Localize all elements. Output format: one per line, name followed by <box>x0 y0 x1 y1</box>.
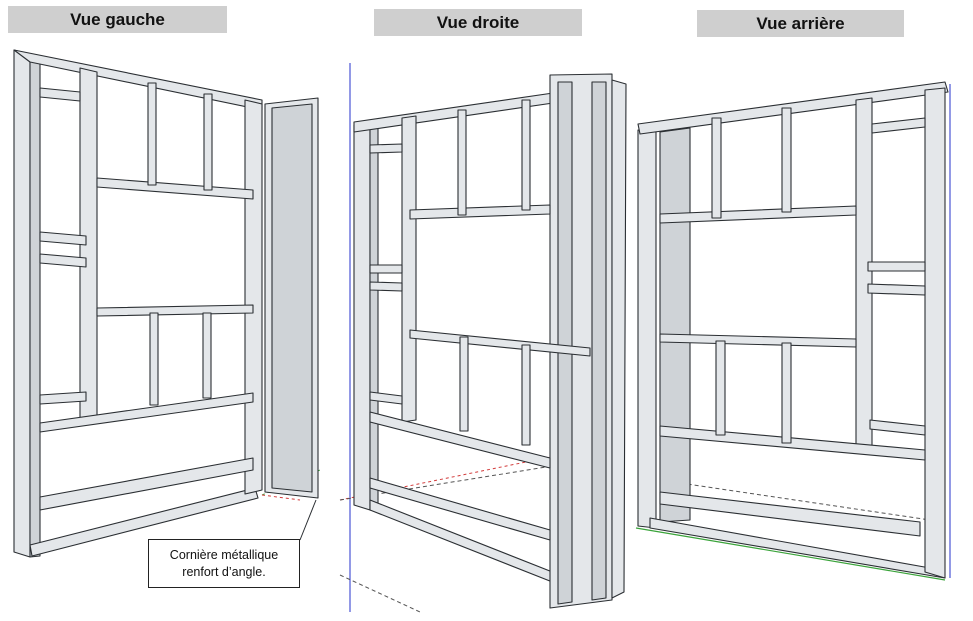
left-right-stud <box>244 99 263 495</box>
middle-front-stud-face-a <box>557 81 573 605</box>
callout-leader-line <box>299 499 317 541</box>
callout-line-2: renfort d’angle. <box>182 564 266 579</box>
middle-nog-4 <box>369 391 403 405</box>
left-nog-2 <box>39 231 87 246</box>
left-bottom-rail <box>29 487 259 557</box>
left-nog-3 <box>39 253 87 268</box>
middle-left-stud-side <box>369 120 379 513</box>
right-inner-stud <box>855 97 873 453</box>
left-nog-4 <box>39 391 87 405</box>
middle-rail-lower <box>369 411 551 469</box>
middle-view-wall <box>339 63 627 613</box>
middle-nog-1 <box>369 143 403 154</box>
middle-stud-2 <box>401 115 417 423</box>
middle-short-stud-c <box>459 336 469 432</box>
middle-front-stud-face-b <box>591 81 607 601</box>
right-short-stud-a <box>711 117 722 219</box>
left-rail-base <box>39 457 254 511</box>
right-nog-3 <box>867 283 926 296</box>
right-view-wall <box>635 81 951 581</box>
right-short-stud-b <box>781 107 792 213</box>
right-right-stud <box>924 87 946 579</box>
middle-rail-base <box>369 477 551 541</box>
left-rail-lower <box>39 392 254 433</box>
right-short-stud-d <box>781 342 792 444</box>
middle-short-stud-a <box>457 109 467 216</box>
right-axis-green <box>635 527 946 581</box>
middle-front-stud-side <box>611 79 627 599</box>
middle-nog-3 <box>369 281 403 292</box>
right-rail-middle <box>659 333 857 348</box>
corner-callout: Cornière métallique renfort d’angle. <box>148 539 300 588</box>
left-inner-stud-1 <box>79 67 98 425</box>
left-rail-middle <box>96 304 254 317</box>
middle-left-stud <box>353 121 371 511</box>
middle-short-stud-b <box>521 99 531 211</box>
corner-angle-inner <box>271 103 313 493</box>
right-rail-base <box>659 491 921 537</box>
right-nog-2 <box>867 261 926 272</box>
right-left-stud-pair <box>659 127 691 523</box>
left-short-stud-b <box>203 93 213 191</box>
middle-rail-middle <box>409 329 591 357</box>
left-short-stud-a <box>147 82 157 186</box>
middle-rail-upper <box>409 204 551 220</box>
view-title-middle: Vue droite <box>374 9 582 36</box>
left-short-stud-d <box>202 312 212 399</box>
right-rail-lower <box>659 425 926 461</box>
left-stud-outer <box>13 49 31 558</box>
right-nog-4 <box>869 419 926 436</box>
right-left-stud <box>637 129 657 529</box>
right-axis-dash <box>659 479 931 521</box>
right-nog-1 <box>871 117 926 134</box>
left-axis-red <box>261 494 301 501</box>
left-view-wall <box>13 49 321 558</box>
callout-line-1: Cornière métallique <box>169 547 279 562</box>
view-title-right: Vue arrière <box>697 10 904 37</box>
middle-axis-black <box>339 574 421 613</box>
middle-nog-2 <box>369 264 403 274</box>
left-top-rail <box>13 49 263 111</box>
left-stud-outer-side <box>29 53 41 558</box>
view-title-left: Vue gauche <box>8 6 227 33</box>
left-short-stud-c <box>149 312 159 406</box>
left-rail-upper <box>96 177 254 200</box>
right-short-stud-c <box>715 340 726 436</box>
left-nog-1 <box>39 87 81 102</box>
middle-short-stud-d <box>521 344 531 446</box>
